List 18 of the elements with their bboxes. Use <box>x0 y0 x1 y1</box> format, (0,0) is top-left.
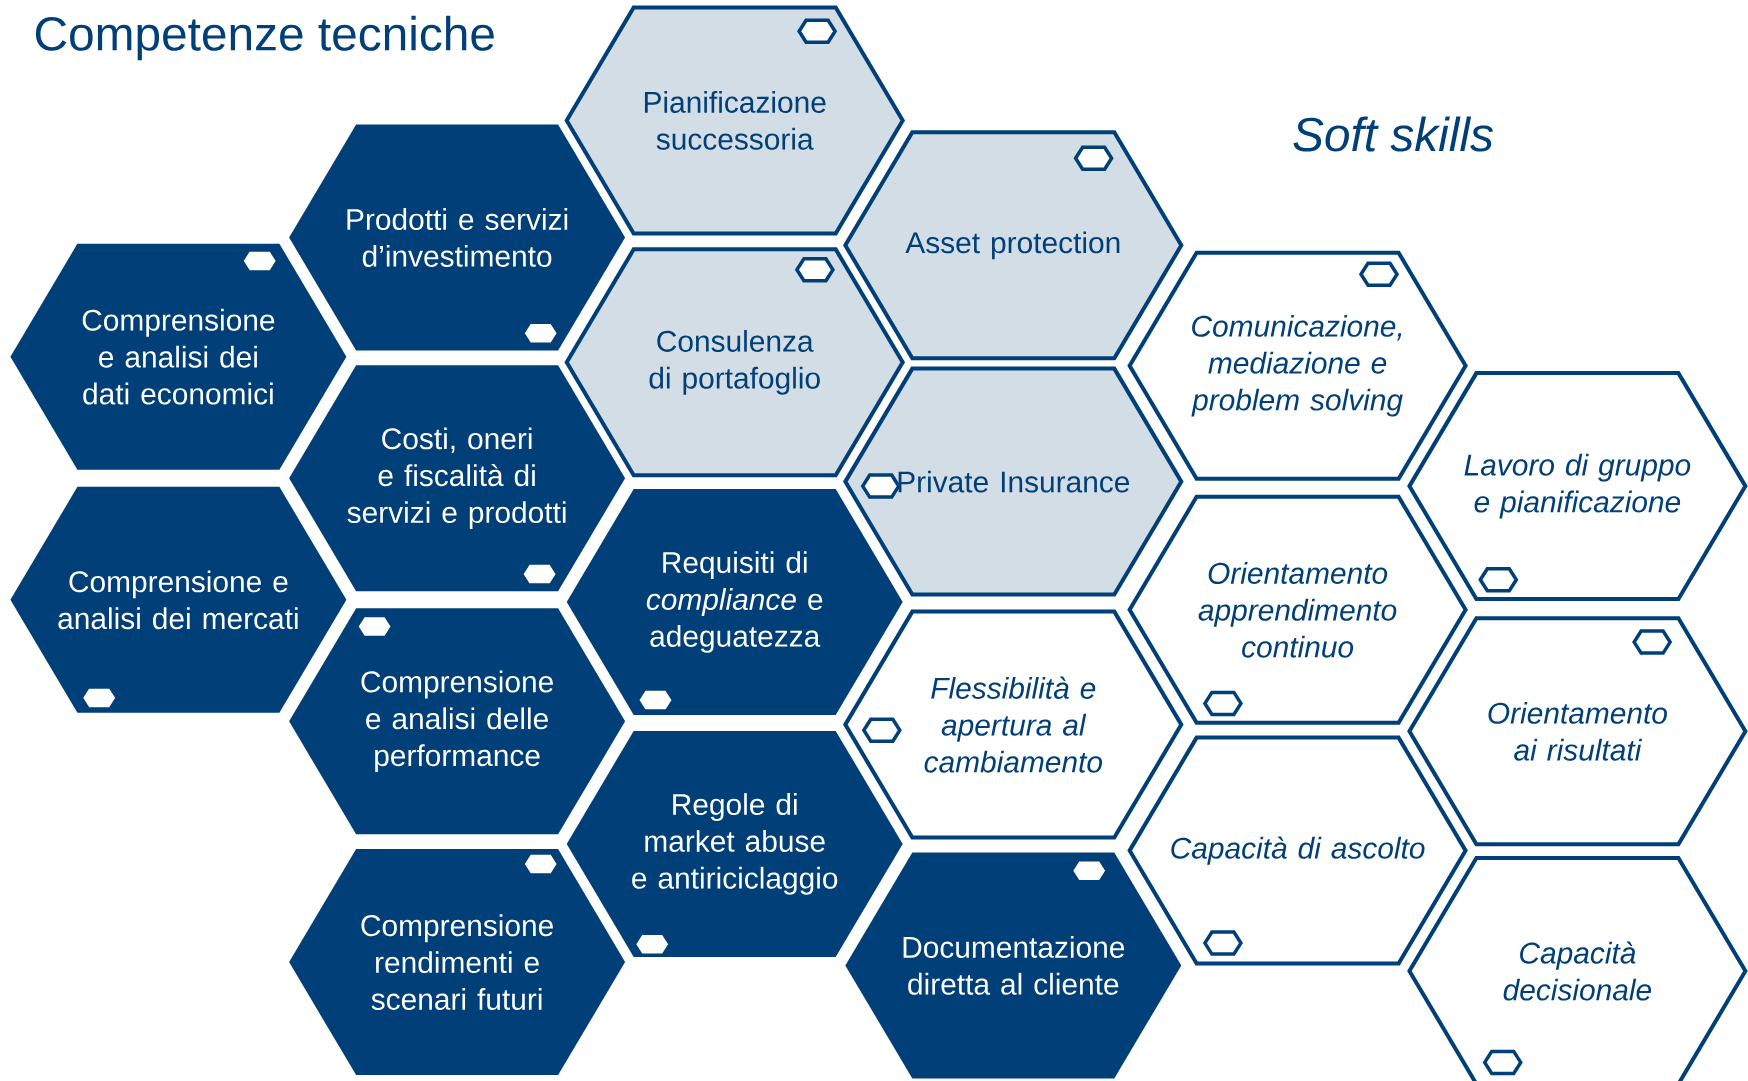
heading: Soft skills <box>1293 116 1493 152</box>
hexagon: Orientamento apprendimento continuo <box>1127 494 1468 725</box>
node-label: Comprensione e analisi dei dati economici <box>82 308 275 405</box>
node-label: Requisiti di compliance e adeguatezza <box>646 551 823 653</box>
hexagon: Regole di market abuse e antiriciclaggio <box>566 730 903 957</box>
hexagon: Lavoro di gruppo e pianificazione <box>1407 371 1748 602</box>
node-label: Regole di market abuse e antiriciclaggio <box>632 793 838 895</box>
hexagon: Costi, oneri e fiscalità di servizi e prodotti <box>289 365 626 592</box>
node-label: Costi, oneri e fiscalità di servizi e prodotti <box>347 427 566 529</box>
node-label: Comprensione e analisi delle performance <box>361 670 553 773</box>
hexagon: Prodotti e servizi d’investimento <box>289 124 626 351</box>
hexagon: Private Insurance <box>843 366 1184 597</box>
hexagon: Asset protection <box>843 130 1184 361</box>
hexagon: Comprensione e analisi dei mercati <box>10 486 347 713</box>
title: Competenze tecniche <box>35 15 494 61</box>
hexagon: Capacità di ascolto <box>1127 735 1468 966</box>
hexagon: Comprensione rendimenti e scenari futuri <box>289 849 626 1076</box>
hexagon: Comprensione e analisi dei dati economici <box>10 243 347 470</box>
